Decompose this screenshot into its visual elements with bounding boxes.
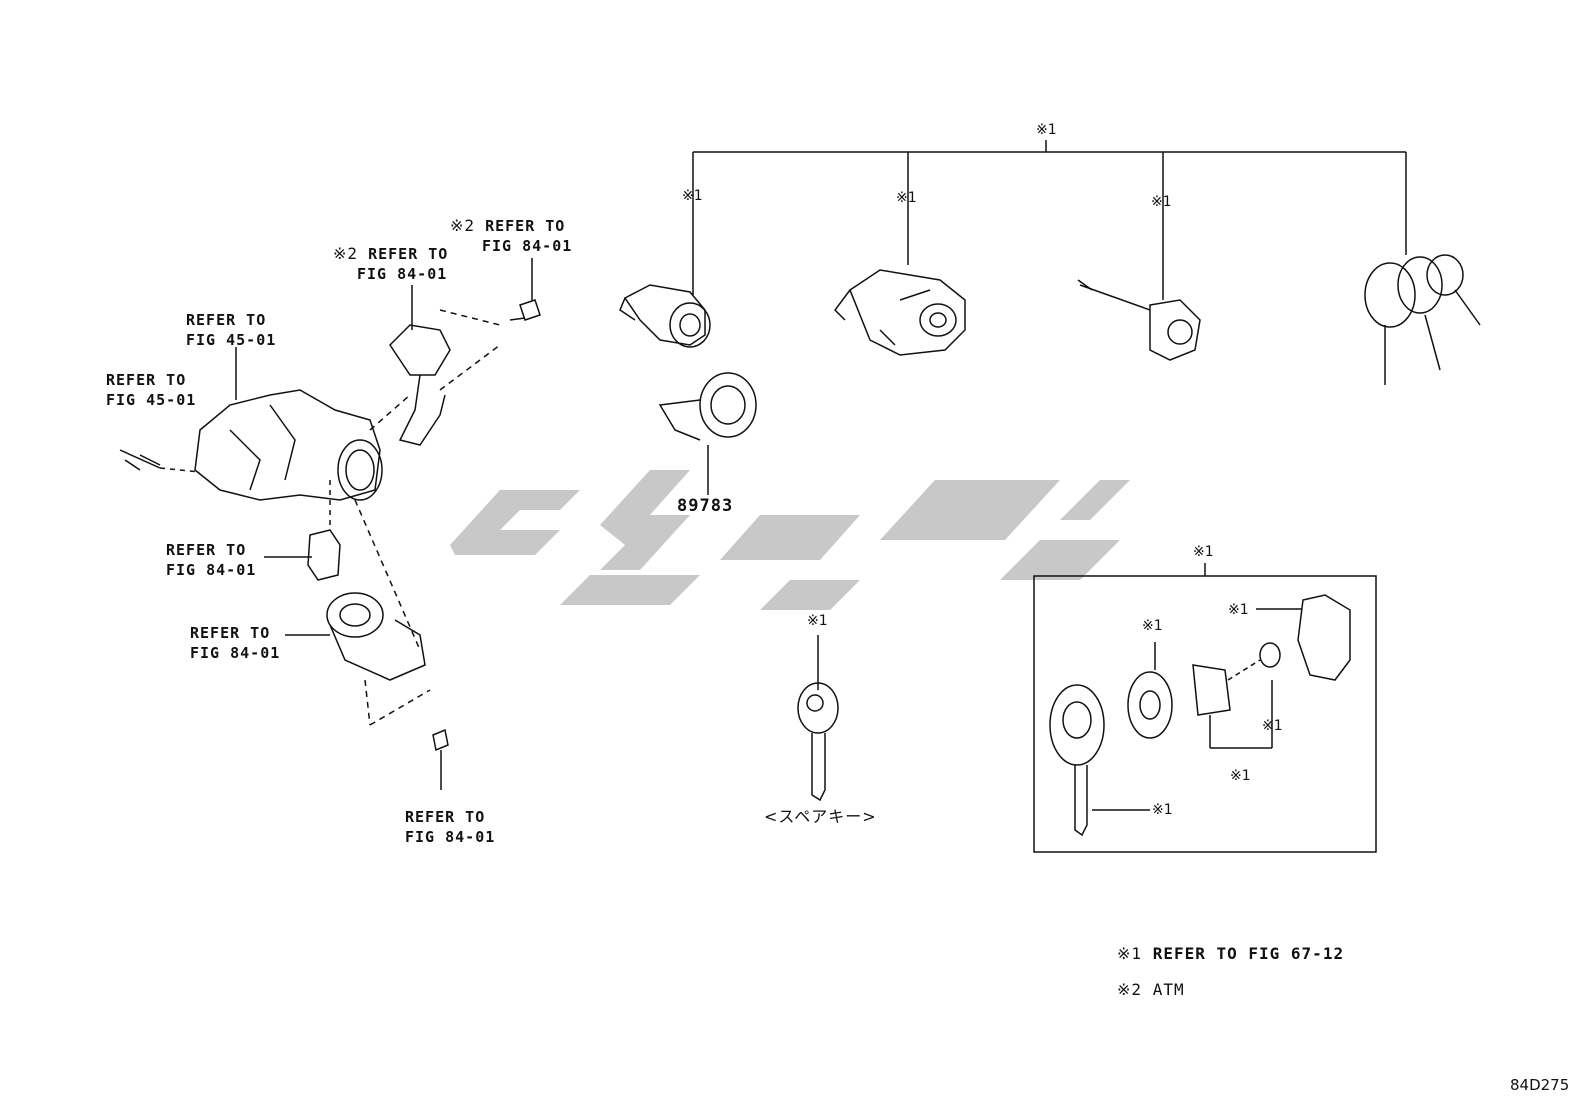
glove-box-lock-icon — [1077, 279, 1201, 361]
refer-to-fig-84-01-lower-screw-label: REFER TO FIG 84-01 — [405, 808, 496, 846]
mark1-transmitter-cover: ※1 — [1142, 618, 1163, 634]
mark1-trunk-cylinder: ※1 — [896, 190, 917, 206]
refer-to-fig-45-01-bolt-label: REFER TO FIG 45-01 — [106, 371, 197, 409]
part-number-89783: 89783 — [677, 496, 734, 516]
lock-housing-89783-icon — [658, 372, 757, 495]
solenoid-screw-icon — [509, 258, 541, 321]
mark1-spare-key: ※1 — [807, 613, 828, 629]
transmitter-board-icon — [1192, 659, 1273, 749]
refer-to-fig-84-01-screw-label: ※2 REFER TO FIG 84-01 — [450, 216, 573, 255]
mark1-door-cylinder: ※1 — [682, 188, 703, 204]
ignition-switch-icon — [264, 480, 341, 581]
refer-to-fig-84-01-housing-label: REFER TO FIG 84-01 — [190, 624, 281, 662]
transmitter-battery-icon — [1259, 642, 1281, 668]
transmitter-key-icon — [1049, 684, 1150, 837]
atm-mark: ※2 — [450, 216, 476, 235]
key-set-bracket — [692, 140, 1407, 300]
watermark-logo — [450, 470, 1130, 610]
mark1-glove-lock: ※1 — [1151, 194, 1172, 210]
refer-to-fig-45-01-body-label: REFER TO FIG 45-01 — [186, 311, 277, 349]
transmitter-group-box — [1033, 563, 1377, 853]
key-set-icon — [1364, 254, 1481, 385]
transmitter-cover-icon — [1127, 642, 1173, 739]
door-lock-cylinder-icon — [619, 284, 711, 348]
mark1-transmitter-battery: ※1 — [1262, 718, 1283, 734]
key-interlock-solenoid-icon — [369, 285, 501, 446]
mark1-transmitter-group: ※1 — [1193, 544, 1214, 560]
atm-mark: ※2 — [333, 244, 359, 263]
steering-lock-housing-icon — [285, 499, 431, 726]
transmitter-case-icon — [1256, 594, 1351, 681]
mark1-top: ※1 — [1036, 122, 1057, 138]
spare-key-label: <スペアキー> — [764, 807, 877, 826]
refer-to-fig-84-01-switch-label: REFER TO FIG 84-01 — [166, 541, 257, 579]
legend-note-2: ※2 ATM — [1117, 980, 1185, 999]
legend-note-1: ※1 REFER TO FIG 67-12 — [1117, 944, 1345, 963]
figure-code: 84D275 — [1510, 1076, 1570, 1094]
mark1-transmitter-key: ※1 — [1152, 802, 1173, 818]
mark1-transmitter-case: ※1 — [1228, 602, 1249, 618]
spare-key-icon — [797, 635, 839, 802]
mark1-transmitter-board: ※1 — [1230, 768, 1251, 784]
ignition-lock-body-icon — [119, 347, 383, 501]
housing-screw-icon — [432, 728, 449, 790]
trunk-lock-cylinder-icon — [834, 269, 966, 356]
refer-to-fig-84-01-solenoid-label: ※2 REFER TO FIG 84-01 — [333, 244, 449, 283]
